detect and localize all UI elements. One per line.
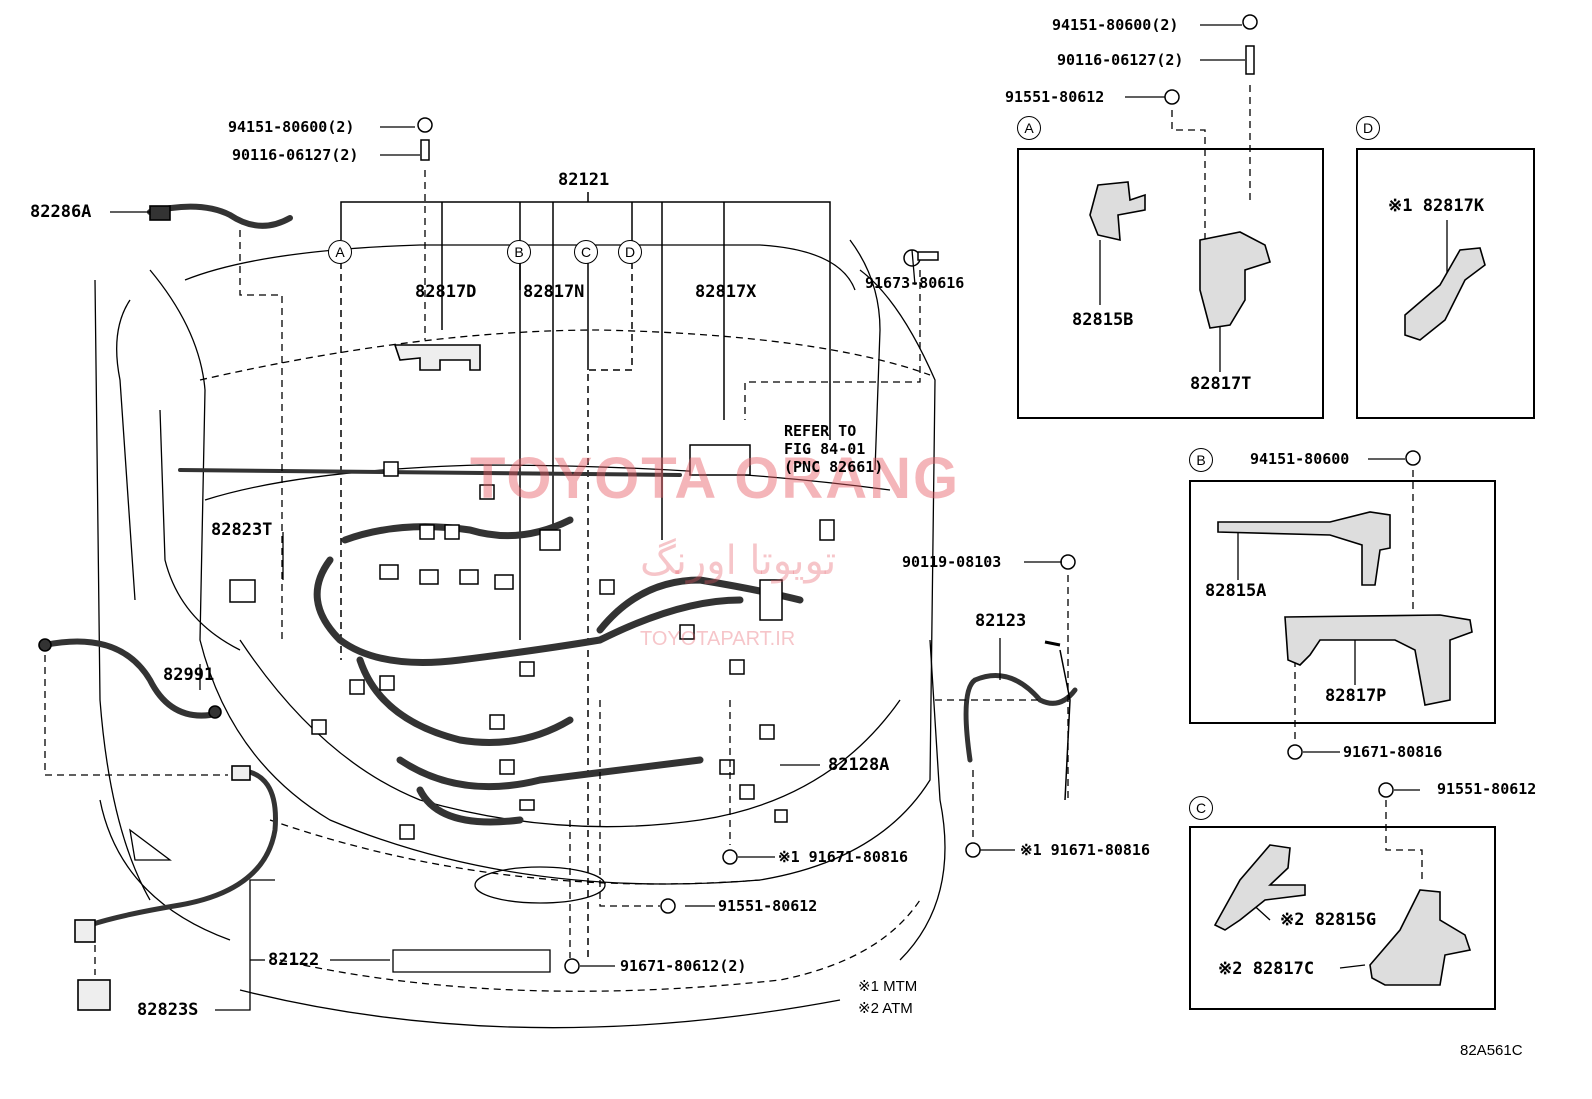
label-94151-B: 94151-80600 — [1250, 450, 1350, 468]
figure-code: 82A561C — [1460, 1042, 1523, 1059]
marker-C: C — [574, 240, 598, 264]
label-82817P: 82817P — [1325, 686, 1387, 706]
marker-A: A — [328, 240, 352, 264]
note-atm: ※2 ATM — [858, 1000, 913, 1017]
label-82817K: ※1 82817K — [1388, 196, 1485, 216]
refer-note: REFER TO FIG 84-01 (PNC 82661) — [784, 422, 884, 476]
label-94151-top-left: 94151-80600(2) — [228, 118, 355, 136]
82286A-cable — [147, 203, 293, 229]
label-82823S: 82823S — [137, 1000, 199, 1020]
label-91673: 91673-80616 — [865, 274, 965, 292]
inset-parts — [1089, 181, 1486, 986]
82991-terminal-a — [38, 638, 52, 652]
inset-B-box — [1189, 480, 1496, 724]
fasteners — [417, 14, 1421, 974]
82123-cable — [963, 673, 1078, 763]
label-91671-x1-b: ※1 91671-80816 — [1020, 841, 1150, 859]
watermark-arabic: تويوتا اورنگ — [640, 538, 837, 584]
label-82123: 82123 — [975, 611, 1027, 631]
label-82128A: 82128A — [828, 755, 890, 775]
engine-wire-harness — [178, 468, 804, 826]
inset-D-marker: D — [1356, 116, 1380, 140]
82122-terminal — [231, 765, 251, 781]
marker-D: D — [618, 240, 642, 264]
label-82815B: 82815B — [1072, 310, 1134, 330]
82121-bracket-lines — [340, 192, 831, 960]
watermark-main: TOYOTA ORANG — [470, 446, 961, 511]
label-82121: 82121 — [558, 170, 610, 190]
label-91551-mid: 91551-80612 — [718, 897, 818, 915]
label-82823T: 82823T — [211, 520, 273, 540]
82122-cable — [87, 767, 278, 928]
label-90119: 90119-08103 — [902, 553, 1002, 571]
label-82817N: 82817N — [523, 282, 585, 302]
label-82122: 82122 — [268, 950, 320, 970]
note-mtm: ※1 MTM — [858, 978, 918, 995]
inset-C-marker: C — [1189, 796, 1213, 820]
82286A-terminal — [149, 205, 171, 221]
label-82815A: 82815A — [1205, 581, 1267, 601]
inset-D-box — [1356, 148, 1535, 419]
label-91551-C: 91551-80612 — [1437, 780, 1537, 798]
label-94151-top-right: 94151-80600(2) — [1052, 16, 1179, 34]
label-82817D: 82817D — [415, 282, 477, 302]
label-82817C: ※2 82817C — [1218, 959, 1315, 979]
label-90116-top-right: 90116-06127(2) — [1057, 51, 1184, 69]
82823S-part — [77, 979, 111, 1011]
label-82815G: ※2 82815G — [1280, 910, 1377, 930]
82991-cable — [42, 638, 213, 719]
leader-lines-dashed — [44, 85, 1423, 975]
watermark-site: TOYOTAPART.IR — [640, 628, 796, 650]
82817D-bracket — [393, 344, 481, 371]
label-91671-B: 91671-80816 — [1343, 743, 1443, 761]
82991-terminal-b — [208, 705, 222, 719]
label-82286A: 82286A — [30, 202, 92, 222]
inset-C-box — [1189, 826, 1496, 1010]
label-82817X: 82817X — [695, 282, 757, 302]
label-82991: 82991 — [163, 665, 215, 685]
label-90116-top-left: 90116-06127(2) — [232, 146, 359, 164]
marker-B: B — [507, 240, 531, 264]
leader-lines-solid — [110, 24, 1448, 1011]
inset-A-marker: A — [1017, 116, 1041, 140]
label-91551-top-right: 91551-80612 — [1005, 88, 1105, 106]
label-82817T: 82817T — [1190, 374, 1252, 394]
label-91671-mid: 91671-80612(2) — [620, 957, 747, 975]
harness-connectors — [229, 444, 835, 840]
label-91671-x1-a: ※1 91671-80816 — [778, 848, 908, 866]
inset-B-marker: B — [1189, 448, 1213, 472]
82122-connector — [74, 919, 96, 943]
inset-A-box — [1017, 148, 1324, 419]
